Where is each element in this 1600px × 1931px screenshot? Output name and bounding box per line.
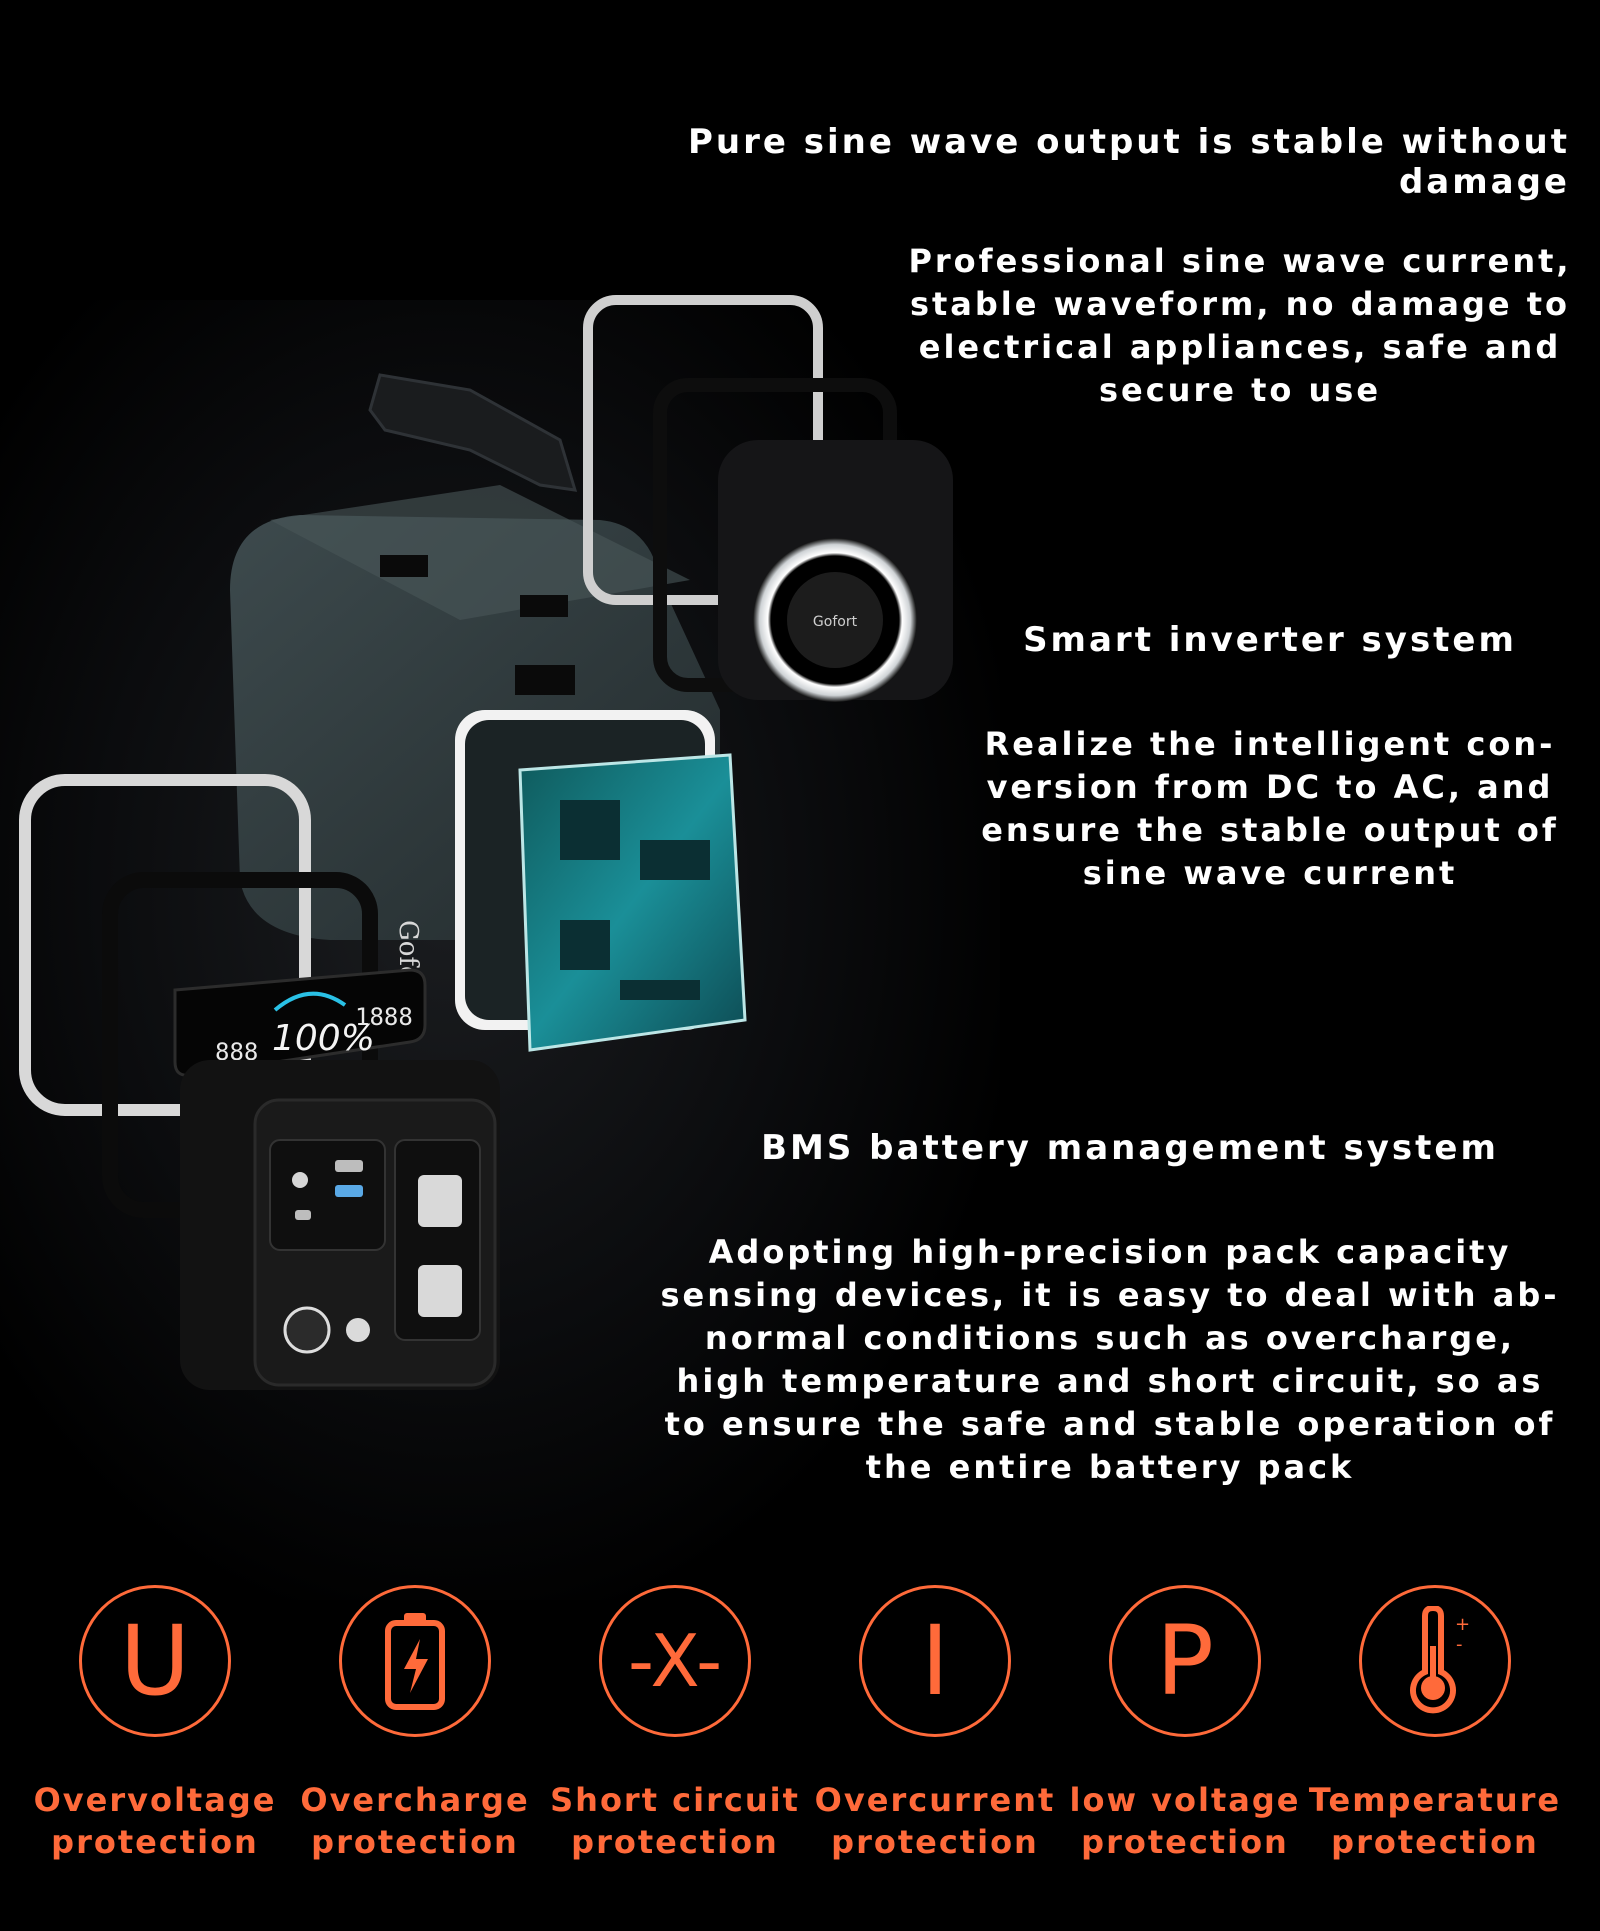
inverter-heading: Smart inverter system (1023, 620, 1517, 660)
sine-wave-description: Professional sine wave current, stable w… (900, 240, 1580, 412)
protection-features-row: U Overvoltage protection Overcharge prot… (0, 1585, 1600, 1885)
short-circuit-icon: -X- (599, 1585, 751, 1737)
battery-charge-glyph (385, 1613, 445, 1710)
bms-line: normal conditions such as overcharge, (704, 1319, 1516, 1357)
short-circuit-label-line2: protection (571, 1823, 779, 1861)
speaker-brand-mark: Gofort (813, 614, 858, 630)
bms-line: sensing devices, it is easy to deal with… (660, 1276, 1560, 1314)
inverter-line: version from DC to AC, and (986, 768, 1554, 806)
low-voltage-protection-badge: P low voltage protection (1055, 1585, 1315, 1863)
short-circuit-symbol: -X- (627, 1619, 723, 1703)
low-voltage-label-line2: protection (1081, 1823, 1289, 1861)
sine-wave-line: stable waveform, no damage to (909, 285, 1571, 323)
overcharge-label-line2: protection (311, 1823, 519, 1861)
svg-text:+: + (1455, 1614, 1470, 1635)
overcurrent-symbol: I (920, 1605, 950, 1717)
bms-line: Adopting high-precision pack capacity (708, 1233, 1512, 1271)
temperature-label: Temperature protection (1305, 1779, 1565, 1863)
voltage-u-icon: U (79, 1585, 231, 1737)
overvoltage-protection-badge: U Overvoltage protection (25, 1585, 285, 1863)
inverter-description: Realize the intelligent con- version fro… (960, 723, 1580, 895)
overcharge-label-line1: Overcharge (300, 1781, 530, 1819)
short-circuit-label: Short circuit protection (545, 1779, 805, 1863)
temperature-label-line2: protection (1331, 1823, 1539, 1861)
left-frame-outline (19, 774, 311, 1116)
sine-wave-line: Professional sine wave current, (908, 242, 1572, 280)
overcurrent-label-line2: protection (831, 1823, 1039, 1861)
inverter-line: ensure the stable output of (981, 811, 1559, 849)
temperature-label-line1: Temperature (1308, 1781, 1562, 1819)
overcurrent-label-line1: Overcurrent (814, 1781, 1056, 1819)
short-circuit-protection-badge: -X- Short circuit protection (545, 1585, 805, 1863)
sine-wave-heading: Pure sine wave output is stable without … (687, 122, 1570, 202)
bms-line: to ensure the safe and stable operation … (664, 1405, 1556, 1443)
bms-line: high temperature and short circuit, so a… (676, 1362, 1544, 1400)
low-voltage-label: low voltage protection (1055, 1779, 1315, 1863)
current-i-icon: I (859, 1585, 1011, 1737)
bms-heading: BMS battery management system (761, 1128, 1499, 1168)
overvoltage-symbol: U (119, 1605, 191, 1717)
speaker-panel: Gofort (718, 440, 953, 702)
overcurrent-protection-badge: I Overcurrent protection (805, 1585, 1065, 1863)
battery-charge-icon (339, 1585, 491, 1737)
lcd-display: 888 100% 1888 (173, 968, 427, 1077)
svg-text:-: - (1456, 1634, 1463, 1655)
short-circuit-label-line1: Short circuit (550, 1781, 800, 1819)
display-right-value: 1888 (355, 1003, 413, 1031)
bms-description: Adopting high-precision pack capacity se… (660, 1231, 1560, 1489)
overvoltage-label: Overvoltage protection (25, 1779, 285, 1863)
temperature-protection-badge: + - Temperature protection (1305, 1585, 1565, 1863)
low-voltage-symbol: P (1156, 1605, 1214, 1717)
overvoltage-label-line1: Overvoltage (33, 1781, 277, 1819)
thermometer-icon: + - (1359, 1585, 1511, 1737)
carry-handle (368, 373, 578, 492)
low-voltage-p-icon: P (1109, 1585, 1261, 1737)
inverter-line: Realize the intelligent con- (984, 725, 1556, 763)
overcurrent-label: Overcurrent protection (805, 1779, 1065, 1863)
overcharge-protection-badge: Overcharge protection (285, 1585, 545, 1863)
sine-wave-line: electrical appliances, safe and (918, 328, 1562, 366)
display-battery-percent: 100% (272, 1018, 375, 1059)
overcharge-label: Overcharge protection (285, 1779, 545, 1863)
low-voltage-label-line1: low voltage (1069, 1781, 1301, 1819)
circuit-board (518, 753, 747, 1052)
front-port-panel (180, 1060, 500, 1390)
inverter-line: sine wave current (1082, 854, 1458, 892)
thermometer-glyph: + - (1410, 1606, 1470, 1714)
exploded-power-station-illustration: Gofort Gofort 888 100% 1888 (19, 295, 953, 1390)
sine-wave-line: secure to use (1098, 371, 1382, 409)
overvoltage-label-line2: protection (51, 1823, 259, 1861)
bms-line: the entire battery pack (865, 1448, 1355, 1486)
